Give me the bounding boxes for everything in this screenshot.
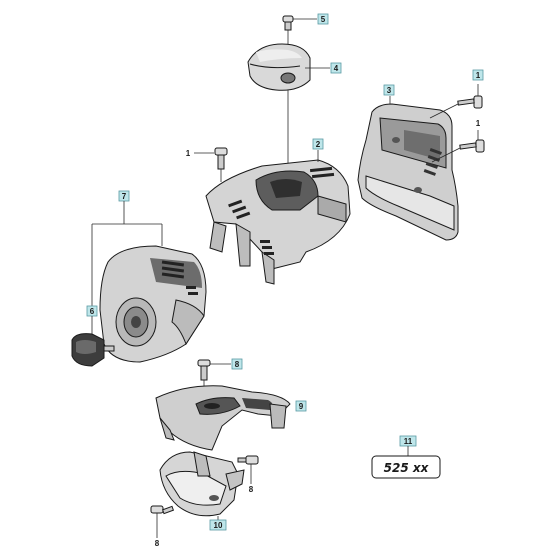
lower-cover-screw-part	[197, 359, 211, 381]
callout-6-label: 6	[90, 307, 95, 316]
callout-2: 2	[312, 138, 324, 150]
main-cover-part	[205, 159, 351, 285]
main-cover-screw-part	[214, 147, 228, 170]
callout-2-label: 2	[316, 140, 321, 149]
rear-screw-lower-part	[459, 139, 485, 153]
bottom-cover-screw-right-part	[237, 455, 259, 465]
callout-4: 4	[330, 62, 342, 74]
top-cap-part	[247, 43, 311, 91]
callout-3-label: 3	[387, 86, 392, 95]
model-decal-part: 525 xx	[371, 455, 441, 479]
screw-top-part	[282, 15, 294, 45]
model-decal-text: 525 xx	[384, 461, 430, 475]
callout-5: 5	[317, 13, 329, 25]
starter-knob-part	[71, 333, 115, 367]
callout-1-upper: 1	[472, 69, 484, 81]
callout-8-lower-cover-label: 8	[235, 360, 240, 369]
callout-8-lower-cover: 8	[231, 358, 243, 370]
callout-1-main-label: 1	[186, 149, 191, 158]
callout-3: 3	[383, 84, 395, 96]
callout-1-upper-label: 1	[476, 71, 481, 80]
callout-10: 10	[209, 519, 227, 531]
callout-11-label: 11	[404, 437, 413, 446]
rear-screw-upper-part	[457, 95, 483, 109]
lower-cover-part	[155, 385, 291, 451]
callout-11: 11	[399, 435, 417, 447]
callout-5-label: 5	[321, 15, 326, 24]
callout-9: 9	[295, 400, 307, 412]
callout-8-left-label: 8	[155, 539, 160, 548]
callout-7-label: 7	[122, 192, 127, 201]
bottom-cover-screw-left-part	[150, 505, 175, 515]
bottom-cover-part	[159, 451, 245, 517]
callout-10-label: 10	[214, 521, 223, 530]
callout-7: 7	[118, 190, 130, 202]
callout-6: 6	[86, 305, 98, 317]
rear-cover-part	[357, 103, 459, 241]
callout-9-label: 9	[299, 402, 304, 411]
starter-cover-part	[99, 245, 207, 363]
callout-4-label: 4	[334, 64, 339, 73]
callout-1-lower-label: 1	[476, 119, 481, 128]
callout-8-right-label: 8	[249, 485, 254, 494]
